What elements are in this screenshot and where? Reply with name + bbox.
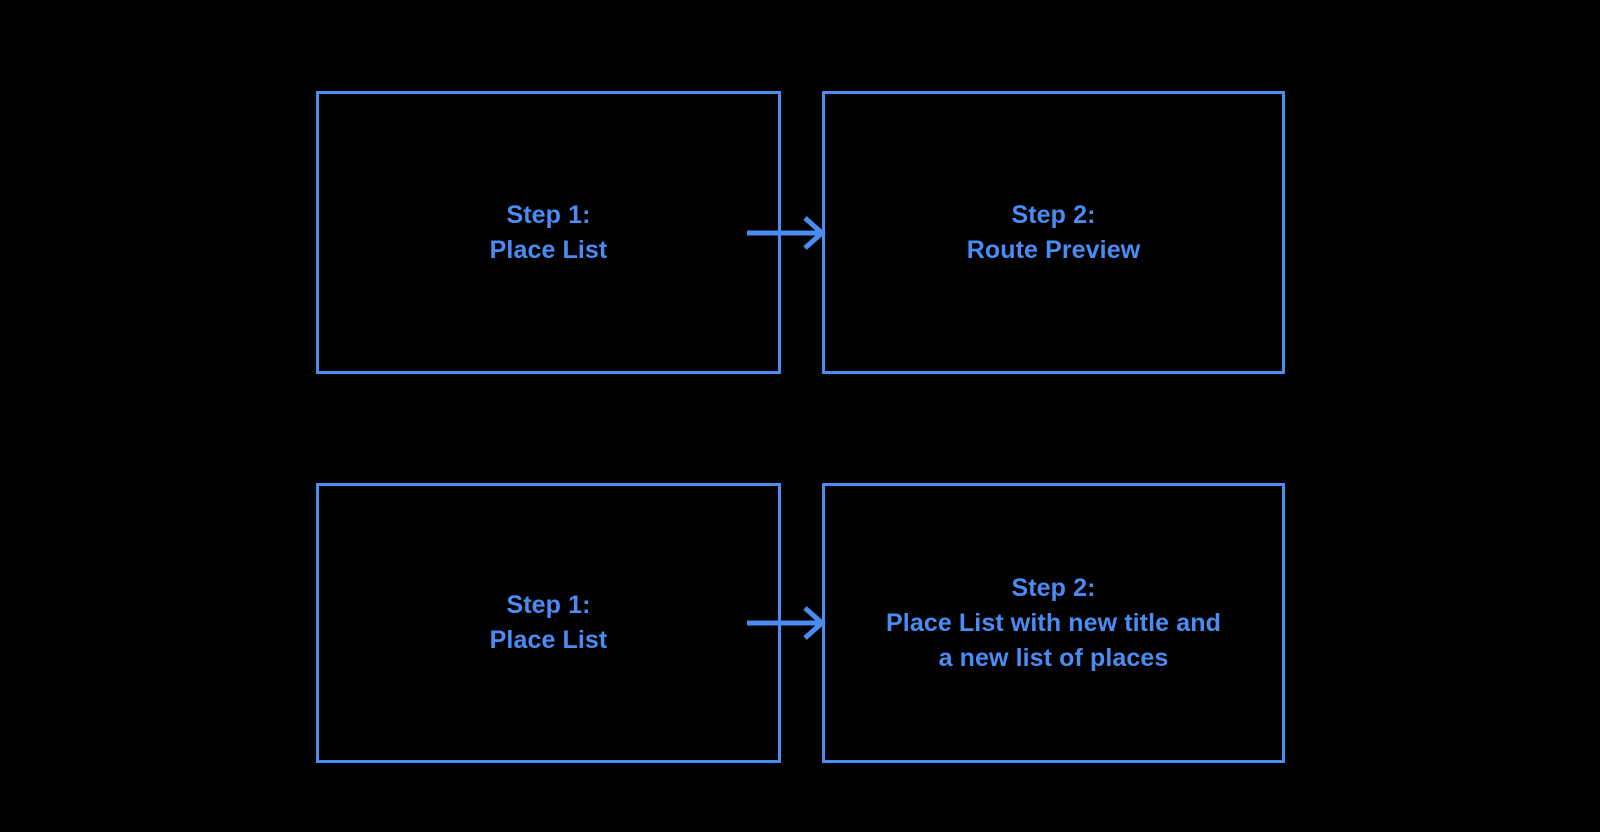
step-box-label: Step 2: Place List with new title and a … [886, 573, 1221, 672]
flow-row-2: Step 1: Place List Step 2: Place List wi… [0, 483, 1600, 763]
step-box-step-2-route-preview[interactable]: Step 2: Route Preview [822, 91, 1285, 374]
step-box-step-1-place-list-b[interactable]: Step 1: Place List [316, 483, 781, 763]
step-box-step-2-place-list-updated[interactable]: Step 2: Place List with new title and a … [822, 483, 1285, 763]
flow-row-1: Step 1: Place List Step 2: Route Preview [0, 91, 1600, 374]
arrow-right-icon-row-1 [735, 213, 835, 253]
step-box-label: Step 1: Place List [489, 200, 608, 264]
step-box-step-1-place-list[interactable]: Step 1: Place List [316, 91, 781, 374]
step-box-label: Step 1: Place List [489, 591, 608, 654]
arrow-right-icon-row-2 [735, 603, 835, 643]
step-box-label: Step 2: Route Preview [966, 200, 1141, 264]
